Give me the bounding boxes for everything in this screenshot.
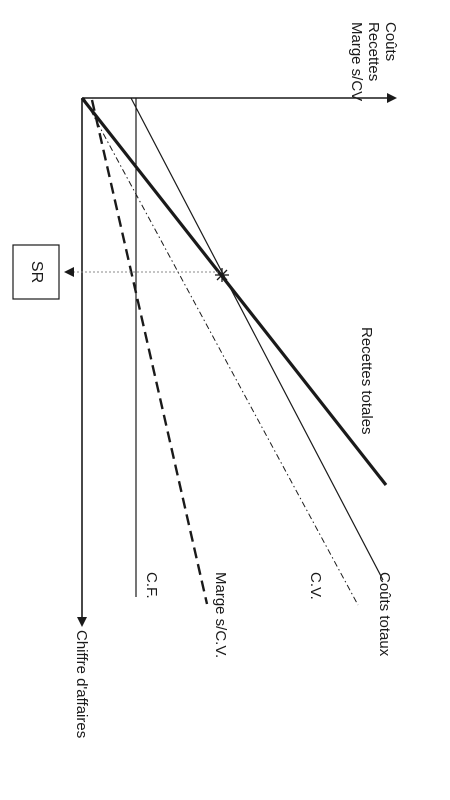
break-even-star	[215, 268, 229, 282]
label-couts-totaux: Coûts totaux	[376, 572, 393, 657]
cv-line	[83, 97, 359, 606]
marge-scv-line	[90, 99, 209, 605]
recettes-totales-line	[80, 97, 388, 486]
label-cf: C.F.	[143, 572, 160, 599]
sr-label: SR	[28, 261, 45, 283]
label-marge-scv: Marge s/C.V.	[212, 572, 229, 658]
break-even-arrow	[64, 267, 74, 277]
sr-box	[12, 244, 60, 300]
couts-totaux-line	[130, 97, 384, 581]
axis-label-marge: Marge s/CV	[348, 22, 365, 101]
label-recettes-totales: Recettes totales	[358, 327, 375, 435]
axis-label-chiffre-affaires: Chiffre d'affaires	[73, 630, 90, 738]
axis-label-recettes: Recettes	[365, 22, 382, 81]
label-cv: C.V.	[307, 572, 324, 600]
axis-label-couts: Coûts	[382, 22, 399, 61]
